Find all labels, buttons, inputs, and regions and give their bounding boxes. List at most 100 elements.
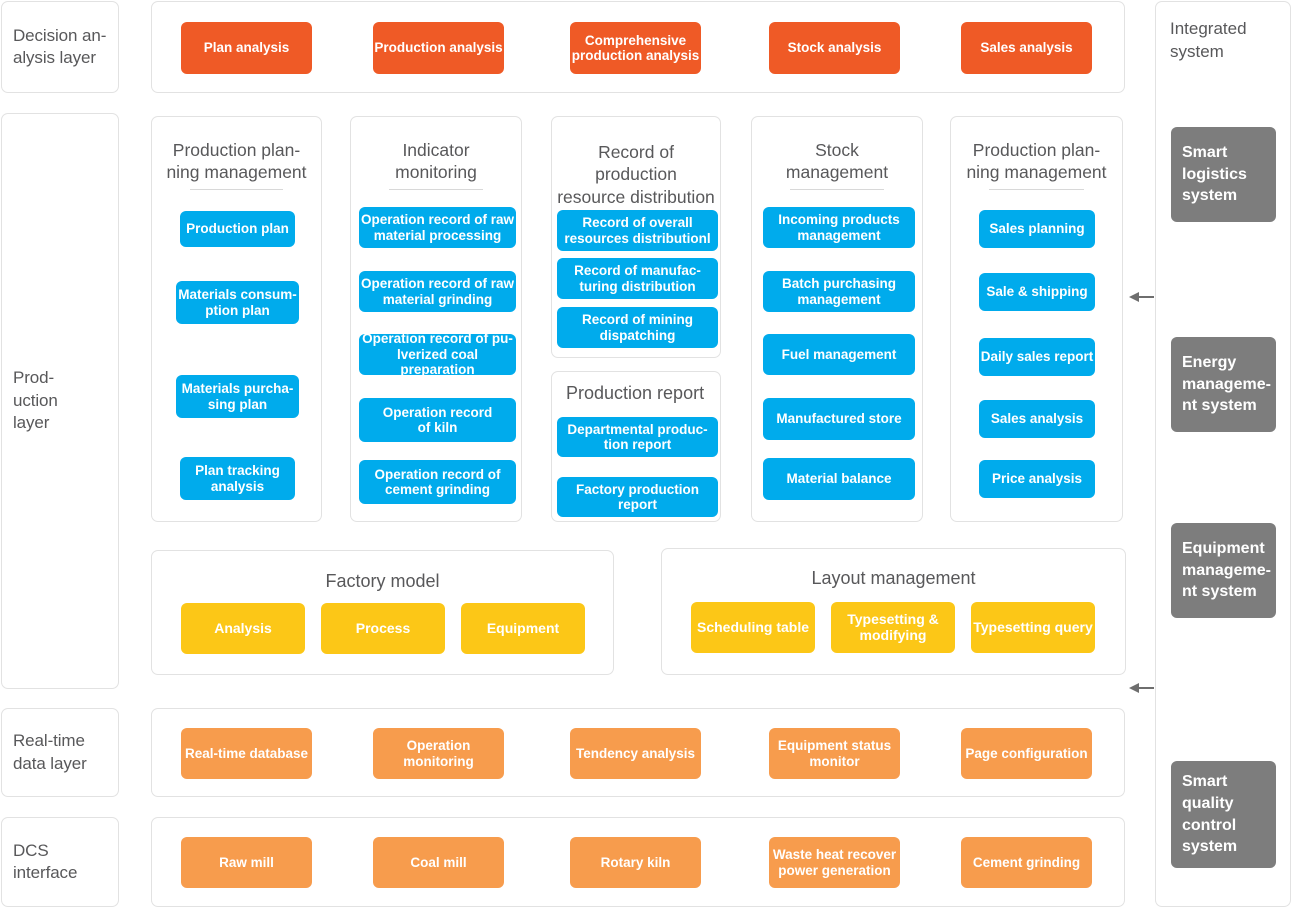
column-title: Production plan- ning management [152, 139, 321, 190]
item-sale-and-shipping[interactable]: Sale & shipping [979, 273, 1095, 311]
title-rule [389, 188, 483, 190]
chip-label: Typesetting query [973, 618, 1093, 635]
item-record-mining-dispatching[interactable]: Record of mining dispatching [557, 307, 718, 348]
item-operation-record-of-kiln[interactable]: Operation record of kiln [359, 398, 516, 442]
sys-box-label: Smart logistics system [1182, 143, 1247, 205]
system-smart-quality-control[interactable]: Smart quality control system [1171, 761, 1276, 868]
column-indicator-monitoring: Indicator monitoring Operation record of… [350, 116, 522, 522]
item-cement-grinding[interactable]: Cement grinding [961, 837, 1092, 888]
layer-label-realtime-text: Real-time data layer [13, 731, 87, 773]
item-manufactured-store[interactable]: Manufactured store [763, 398, 915, 440]
chip-label: Coal mill [410, 854, 467, 870]
chip-label: Plan tracking analysis [195, 463, 280, 494]
item-record-manufacturing-distribution[interactable]: Record of manufac- turing distribution [557, 258, 718, 299]
item-factory-production-report[interactable]: Factory production report [557, 477, 718, 517]
chip-label: Scheduling table [696, 618, 809, 635]
chip-label: Fuel management [781, 346, 897, 362]
chip-label: Page configuration [965, 745, 1088, 761]
item-material-balance[interactable]: Material balance [763, 458, 915, 500]
item-operation-monitoring[interactable]: Operation monitoring [373, 728, 504, 779]
column-title: Record of production resource distributi… [552, 141, 720, 215]
item-equipment[interactable]: Equipment [461, 603, 585, 654]
item-tendency-analysis[interactable]: Tendency analysis [570, 728, 701, 779]
item-equipment-status-monitor[interactable]: Equipment status monitor [769, 728, 900, 779]
item-operation-record-raw-material-grinding[interactable]: Operation record of raw material grindin… [359, 271, 516, 312]
column-title: Indicator monitoring [351, 139, 521, 190]
item-coal-mill[interactable]: Coal mill [373, 837, 504, 888]
system-energy-management[interactable]: Energy manageme- nt system [1171, 337, 1276, 432]
decision-item-production-analysis[interactable]: Production analysis [373, 22, 504, 74]
chip-label: Rotary kiln [600, 854, 671, 870]
chip-label: Incoming products management [778, 212, 900, 243]
item-price-analysis[interactable]: Price analysis [979, 460, 1095, 498]
chip-label: Operation record of pu- lverized coal pr… [362, 334, 513, 375]
item-analysis[interactable]: Analysis [181, 603, 305, 654]
layout-management-title: Layout management [811, 568, 976, 588]
decision-item-comprehensive-production-analysis[interactable]: Comprehensive production analysis [570, 22, 701, 74]
decision-item-plan-analysis[interactable]: Plan analysis [181, 22, 312, 74]
chip-label: Sales analysis [990, 411, 1084, 427]
column-title: Production plan- ning management [951, 139, 1122, 190]
integrated-system-panel: Integrated system Smart logistics system… [1155, 1, 1291, 907]
chip-label: Stock analysis [787, 40, 882, 56]
factory-model-title: Factory model [325, 571, 440, 591]
item-rotary-kiln[interactable]: Rotary kiln [570, 837, 701, 888]
realtime-data-panel: Real-time database Operation monitoring … [151, 708, 1125, 797]
chip-label: Material balance [786, 471, 892, 487]
layer-label-production: Prod- uction layer [1, 113, 119, 689]
decision-item-sales-analysis[interactable]: Sales analysis [961, 22, 1092, 74]
item-materials-purchasing-plan[interactable]: Materials purcha- sing plan [176, 375, 299, 418]
item-waste-heat-recover-power-generation[interactable]: Waste heat recover power generation [769, 837, 900, 888]
item-departmental-production-report[interactable]: Departmental produc- tion report [557, 417, 718, 457]
connector-arrow-layout [1129, 681, 1155, 695]
sys-box-label: Smart quality control system [1182, 772, 1238, 856]
decision-item-stock-analysis[interactable]: Stock analysis [769, 22, 900, 74]
item-operation-record-cement-grinding[interactable]: Operation record of cement grinding [359, 460, 516, 504]
item-materials-consumption-plan[interactable]: Materials consum- ption plan [176, 281, 299, 324]
chip-label: Sales analysis [980, 40, 1073, 56]
item-production-plan[interactable]: Production plan [180, 211, 295, 247]
item-process[interactable]: Process [321, 603, 445, 654]
item-daily-sales-report[interactable]: Daily sales report [979, 338, 1095, 376]
chip-label: Materials consum- ption plan [178, 287, 297, 318]
chip-label: Departmental produc- tion report [567, 421, 708, 452]
item-scheduling-table[interactable]: Scheduling table [691, 602, 815, 653]
item-plan-tracking-analysis[interactable]: Plan tracking analysis [180, 457, 295, 500]
chip-label: Operation record of cement grinding [374, 466, 501, 497]
chip-label: Record of mining dispatching [582, 312, 693, 343]
item-typesetting-modifying[interactable]: Typesetting & modifying [831, 602, 955, 653]
item-sales-analysis[interactable]: Sales analysis [979, 400, 1095, 438]
item-page-configuration[interactable]: Page configuration [961, 728, 1092, 779]
chip-label: Comprehensive production analysis [571, 32, 700, 63]
connector-arrow-production [1129, 290, 1155, 304]
item-raw-mill[interactable]: Raw mill [181, 837, 312, 888]
system-smart-logistics[interactable]: Smart logistics system [1171, 127, 1276, 222]
column-stock-management: Stock management Incoming products manag… [751, 116, 923, 522]
chip-label: Operation monitoring [403, 738, 474, 769]
title-rule [189, 188, 284, 190]
item-batch-purchasing-management[interactable]: Batch purchasing management [763, 271, 915, 312]
chip-label: Typesetting & modifying [847, 610, 939, 643]
chip-label: Operation record of raw material grindin… [360, 276, 515, 307]
chip-label: Process [355, 619, 411, 636]
layer-label-decision: Decision an- alysis layer [1, 1, 119, 93]
item-incoming-products-management[interactable]: Incoming products management [763, 207, 915, 248]
item-operation-record-pulverized-coal-preparation[interactable]: Operation record of pu- lverized coal pr… [359, 334, 516, 375]
item-record-overall-resources-distribution[interactable]: Record of overall resources distribution… [557, 210, 718, 251]
chip-label: Sale & shipping [986, 284, 1088, 300]
item-sales-planning[interactable]: Sales planning [979, 210, 1095, 248]
item-typesetting-query[interactable]: Typesetting query [971, 602, 1095, 653]
item-operation-record-raw-material-processing[interactable]: Operation record of raw material process… [359, 207, 516, 248]
chip-label: Equipment status monitor [777, 738, 892, 769]
chip-label: Production analysis [374, 40, 503, 56]
column-production-planning-management-sales: Production plan- ning management Sales p… [950, 116, 1123, 522]
chip-label: Record of manufac- turing distribution [574, 263, 701, 294]
chip-label: Daily sales report [980, 349, 1094, 365]
item-fuel-management[interactable]: Fuel management [763, 334, 915, 375]
column-production-planning-management: Production plan- ning management Product… [151, 116, 322, 522]
system-equipment-management[interactable]: Equipment manageme- nt system [1171, 523, 1276, 618]
item-real-time-database[interactable]: Real-time database [181, 728, 312, 779]
layer-label-dcs: DCS interface [1, 817, 119, 907]
layer-label-realtime: Real-time data layer [1, 708, 119, 797]
